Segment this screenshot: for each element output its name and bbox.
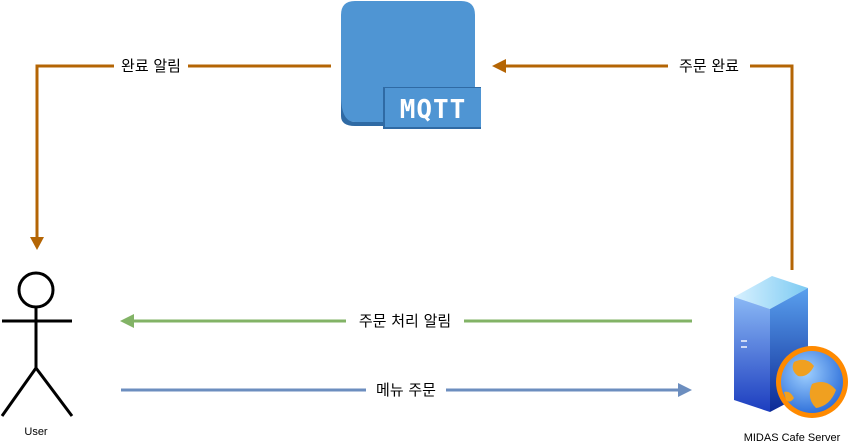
user-actor: User (0, 271, 74, 438)
globe-icon (776, 346, 848, 418)
server-label: MIDAS Cafe Server (744, 432, 841, 444)
edge-done-notify: 완료 알림 (30, 55, 331, 250)
edge-label-order-processing-notify: 주문 처리 알림 (359, 312, 451, 330)
stick-figure-icon (0, 271, 74, 417)
edge-menu-order: 메뉴 주문 (121, 379, 692, 401)
edge-order-processing-notify: 주문 처리 알림 (120, 310, 692, 332)
edge-label-menu-order: 메뉴 주문 (376, 381, 436, 399)
server-icon (734, 276, 808, 412)
mqtt-label: MQTT (400, 95, 467, 125)
edge-label-order-done: 주문 완료 (679, 57, 739, 75)
server-node: MIDAS Cafe Server (734, 276, 848, 444)
user-label: User (24, 426, 48, 438)
mqtt-node: MQTT (341, 1, 481, 129)
edge-label-done-notify: 완료 알림 (121, 57, 181, 75)
edge-order-done: 주문 완료 (492, 55, 794, 270)
